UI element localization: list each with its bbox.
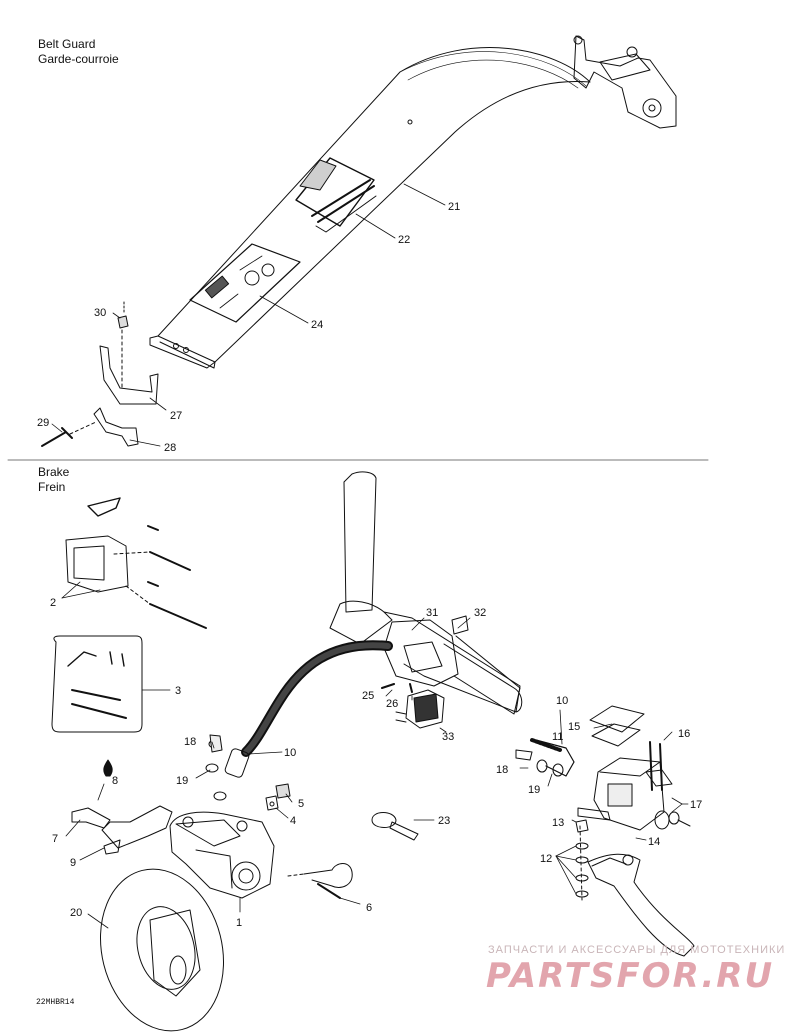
screw-part-25 xyxy=(381,683,395,689)
callout-29: 29 xyxy=(37,417,49,429)
callout-labels: 21 22 24 30 27 29 28 2 3 31 32 10 10 11 … xyxy=(37,201,702,929)
callout-10-left: 10 xyxy=(284,747,296,759)
callout-5: 5 xyxy=(298,798,304,810)
callout-23: 23 xyxy=(438,815,450,827)
callout-26: 26 xyxy=(386,698,398,710)
callout-31: 31 xyxy=(426,607,438,619)
kit-part-2-block xyxy=(65,535,129,593)
callout-22: 22 xyxy=(398,234,410,246)
bolt-part-7 xyxy=(71,807,111,829)
watermark-tagline: ЗАПЧАСТИ И АКСЕССУАРЫ ДЛЯ МОТОТЕХНИКИ xyxy=(488,944,786,956)
caliper-bracket-part-9 xyxy=(101,805,173,849)
callout-27: 27 xyxy=(170,410,182,422)
bracket-part-28 xyxy=(93,407,139,447)
belt-guard-mount-bracket xyxy=(573,35,677,129)
callout-30: 30 xyxy=(94,307,106,319)
callout-17: 17 xyxy=(690,799,702,811)
handlebar xyxy=(343,471,377,613)
belt-guard-title-en: Belt Guard xyxy=(38,37,96,51)
brake-title-en: Brake xyxy=(38,465,70,479)
reservoir-cover-part-15 xyxy=(589,705,645,733)
clip-part-23 xyxy=(371,812,397,828)
belt-guard-label-part-24 xyxy=(189,243,301,323)
callout-10-right: 10 xyxy=(556,695,568,707)
callout-21: 21 xyxy=(448,201,460,213)
belt-guard-part-21 xyxy=(157,47,591,363)
callout-15: 15 xyxy=(568,721,580,733)
callout-33: 33 xyxy=(442,731,454,743)
callout-3: 3 xyxy=(175,685,181,697)
callout-32: 32 xyxy=(474,607,486,619)
nut-part-30 xyxy=(117,315,129,329)
label-part-32 xyxy=(451,615,469,635)
callout-19-left: 19 xyxy=(176,775,188,787)
callout-28: 28 xyxy=(164,442,176,454)
brake-caliper-part-1 xyxy=(169,811,275,899)
callout-13: 13 xyxy=(552,817,564,829)
screw-part-16 xyxy=(649,741,663,791)
brake-title-fr: Frein xyxy=(38,480,66,494)
brake-leaders xyxy=(61,581,689,929)
brake-lever xyxy=(587,853,695,957)
callout-7: 7 xyxy=(52,833,58,845)
callout-1: 1 xyxy=(236,917,242,929)
bracket-part-27 xyxy=(99,345,159,405)
switch-part-33 xyxy=(405,689,445,729)
callout-2: 2 xyxy=(50,597,56,609)
callout-12: 12 xyxy=(540,853,552,865)
callout-9: 9 xyxy=(70,857,76,869)
master-cylinder-body xyxy=(593,757,665,831)
callout-8: 8 xyxy=(112,775,118,787)
section-title-brake: Brake Frein xyxy=(38,465,69,495)
pin-part-6 xyxy=(303,863,353,888)
section-title-belt-guard: Belt Guard Garde-courroie xyxy=(38,37,119,67)
callout-6: 6 xyxy=(366,902,372,914)
callout-16: 16 xyxy=(678,728,690,740)
callout-20: 20 xyxy=(70,907,82,919)
banjo-fitting-left xyxy=(224,748,250,778)
banjo-fitting-right xyxy=(535,739,575,777)
fluid-drop-part-8 xyxy=(103,759,113,777)
callout-14: 14 xyxy=(648,836,660,848)
callout-18-left: 18 xyxy=(184,736,196,748)
callout-18-right: 18 xyxy=(496,764,508,776)
belt-guard-title-fr: Garde-courroie xyxy=(38,52,119,66)
grip-part-31 xyxy=(383,619,459,687)
drawing-code: 22MHBR14 xyxy=(36,998,75,1007)
callout-11: 11 xyxy=(552,731,563,743)
callout-25: 25 xyxy=(362,690,374,702)
bolt-part-18-right xyxy=(515,749,533,761)
callout-24: 24 xyxy=(311,319,323,331)
brake-disc-part-20 xyxy=(99,868,225,1032)
callout-4: 4 xyxy=(290,815,296,827)
belt-guard-leaders xyxy=(51,183,446,447)
belt-guard-assembly xyxy=(41,35,677,447)
watermark-brand: PARTSFOR.RU xyxy=(486,956,775,996)
screw-part-26 xyxy=(409,683,413,693)
kit-part-3-box xyxy=(51,635,143,733)
screw-part-29 xyxy=(41,427,73,447)
callout-19-right: 19 xyxy=(528,784,540,796)
bleeder-part-4 xyxy=(265,795,279,811)
